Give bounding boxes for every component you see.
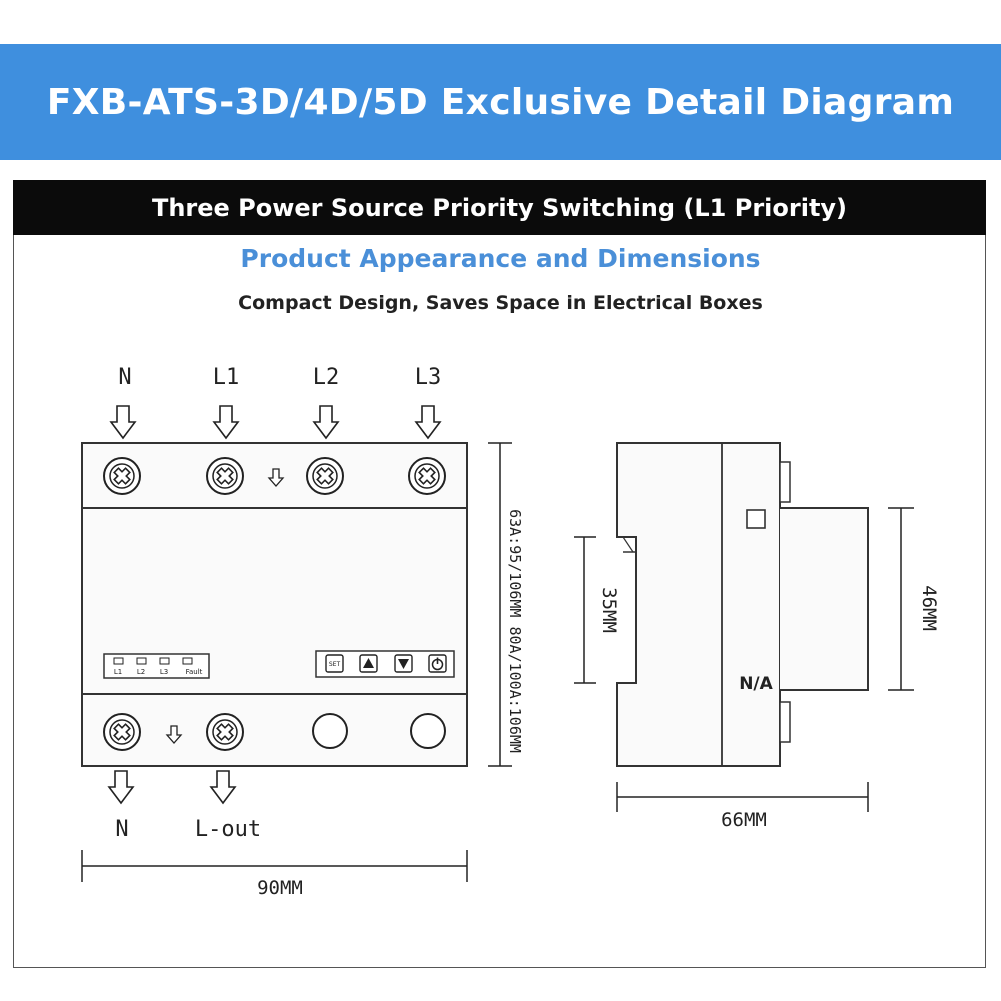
terminal-screw-icon xyxy=(103,713,141,751)
height-label: 63A:95/106MM 80A/100A:106MM xyxy=(506,509,524,753)
terminal-screw-icon xyxy=(306,457,344,495)
terminal-label-l2: L2 xyxy=(313,365,340,390)
terminal-screw-icon xyxy=(206,457,244,495)
arrow-down-icon xyxy=(415,405,441,439)
terminal-screw-icon xyxy=(103,457,141,495)
port-square xyxy=(746,509,766,529)
header-banner: FXB-ATS-3D/4D/5D Exclusive Detail Diagra… xyxy=(0,44,1001,160)
indicator-label-l2: L2 xyxy=(137,668,145,676)
height-46-label: 46MM xyxy=(918,585,940,631)
side-view: N/A 35MM 46MM 66MM xyxy=(574,442,940,831)
rail-label: 35MM xyxy=(598,587,620,633)
page-title: FXB-ATS-3D/4D/5D Exclusive Detail Diagra… xyxy=(46,81,955,123)
blank-terminal xyxy=(410,713,446,749)
terminal-label-n-bottom: N xyxy=(115,817,128,842)
device-body xyxy=(81,442,468,767)
section-subtitle: Compact Design, Saves Space in Electrica… xyxy=(238,292,763,314)
terminal-screw-icon xyxy=(408,457,446,495)
front-cover-profile xyxy=(780,507,869,691)
indicator-label-fault: Fault xyxy=(186,668,203,676)
terminal-label-l3: L3 xyxy=(415,365,442,390)
section-title: Product Appearance and Dimensions xyxy=(240,244,761,273)
side-body xyxy=(616,442,781,767)
blank-terminal xyxy=(312,713,348,749)
terminal-label-l1: L1 xyxy=(213,365,240,390)
subtitle-text: Three Power Source Priority Switching (L… xyxy=(151,193,848,222)
indicator-label-l1: L1 xyxy=(114,668,122,676)
indicator-label-l3: L3 xyxy=(160,668,168,676)
set-button-label: SET xyxy=(329,661,341,668)
front-view: N L1 L2 L3 L1 L2 L3 Fault SET xyxy=(81,365,524,899)
subtitle-bar: Three Power Source Priority Switching (L… xyxy=(13,180,986,235)
arrow-down-icon xyxy=(108,770,134,804)
arrow-down-icon xyxy=(210,770,236,804)
set-button-icon xyxy=(325,654,344,673)
terminal-label-n-top: N xyxy=(118,365,131,390)
terminal-screw-icon xyxy=(206,713,244,751)
arrow-down-icon xyxy=(110,405,136,439)
width-label: 90MM xyxy=(257,877,303,899)
arrow-down-icon xyxy=(313,405,339,439)
arrow-down-icon xyxy=(213,405,239,439)
terminal-label-l-out: L-out xyxy=(195,817,261,842)
port-label: N/A xyxy=(739,674,773,694)
depth-label: 66MM xyxy=(721,809,767,831)
